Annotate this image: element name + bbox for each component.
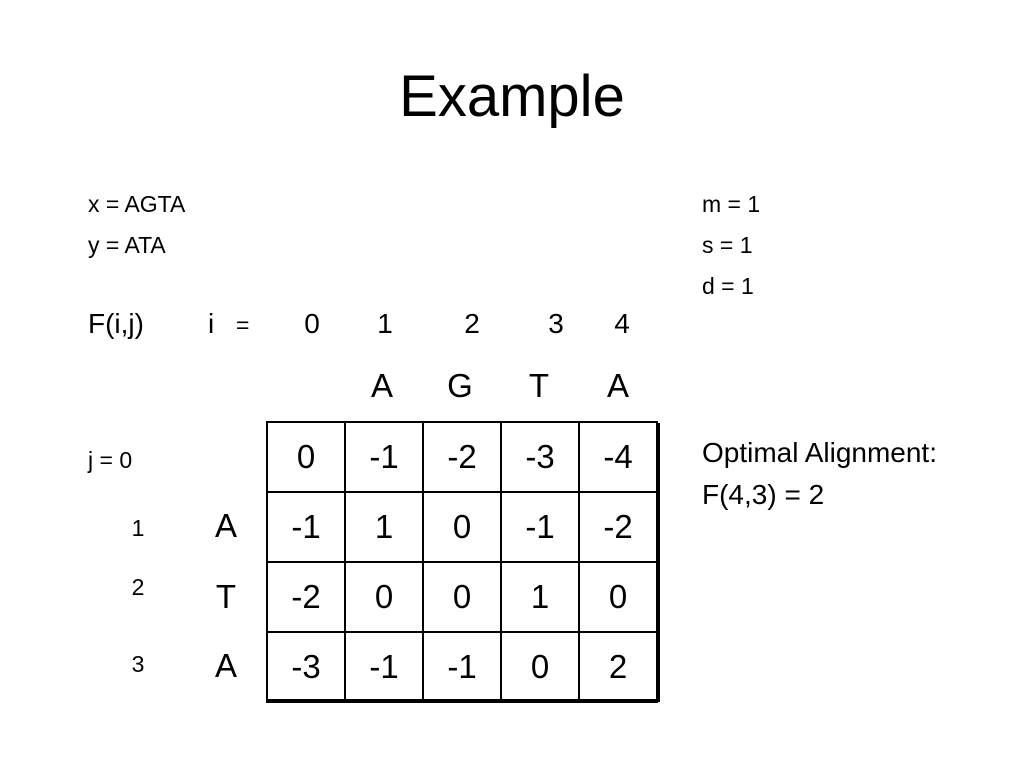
i-label: i <box>208 308 215 339</box>
param-m: m = 1 <box>702 191 761 217</box>
matrix-cell: 0 <box>266 421 346 493</box>
matrix-cell: 0 <box>578 561 658 633</box>
matrix-cell: -1 <box>344 631 424 703</box>
i-index: 1 <box>377 308 393 339</box>
i-index: 2 <box>464 308 480 339</box>
y-letter: T <box>215 578 237 615</box>
matrix-cell: -1 <box>266 491 346 563</box>
optimal-alignment-label: Optimal Alignment: <box>702 437 937 468</box>
matrix-cell: 2 <box>578 631 658 703</box>
j-label: j = 0 <box>88 447 133 473</box>
matrix-cell: -1 <box>422 631 502 703</box>
x-letter: G <box>447 367 473 404</box>
matrix-cell: 0 <box>344 561 424 633</box>
matrix-cell: -2 <box>422 421 502 493</box>
slide-title: Example <box>399 64 625 129</box>
matrix-row: 0 -1 -2 -3 -4 <box>266 421 658 493</box>
matrix-cell: 1 <box>500 561 580 633</box>
j-label: 2 <box>131 574 145 600</box>
matrix-cell: 1 <box>344 491 424 563</box>
y-letter: A <box>214 647 237 684</box>
j-label: 3 <box>131 651 145 677</box>
matrix-cell: -2 <box>266 561 346 633</box>
matrix-cell: -3 <box>500 421 580 493</box>
matrix-cell: -1 <box>344 421 424 493</box>
f-label: F(i,j) <box>88 308 144 339</box>
matrix-cell: -3 <box>266 631 346 703</box>
i-index: 0 <box>304 308 320 339</box>
matrix-cell: -4 <box>578 421 658 493</box>
matrix-cell: -1 <box>500 491 580 563</box>
j-label: 1 <box>131 515 145 541</box>
param-s: s = 1 <box>702 232 753 258</box>
matrix-cell: 0 <box>422 491 502 563</box>
y-letter: A <box>214 507 237 544</box>
matrix-cell: -2 <box>578 491 658 563</box>
i-equals: = <box>236 312 250 338</box>
x-letter: A <box>370 367 393 404</box>
matrix-row: -1 1 0 -1 -2 <box>266 491 658 563</box>
dp-matrix: 0 -1 -2 -3 -4 -1 1 0 -1 -2 -2 0 0 1 0 -3… <box>266 421 658 703</box>
optimal-alignment-value: F(4,3) = 2 <box>702 479 825 510</box>
sequence-y: y = ATA <box>88 232 166 258</box>
matrix-cell: 0 <box>422 561 502 633</box>
x-letter: A <box>606 367 629 404</box>
matrix-cell: 0 <box>500 631 580 703</box>
sequence-x: x = AGTA <box>88 191 186 217</box>
matrix-row: -2 0 0 1 0 <box>266 561 658 633</box>
i-index: 3 <box>548 308 564 339</box>
i-index: 4 <box>614 308 630 339</box>
table-shadow-right <box>657 423 660 701</box>
matrix-row: -3 -1 -1 0 2 <box>266 631 658 703</box>
x-letter: T <box>528 367 550 404</box>
param-d: d = 1 <box>702 273 754 299</box>
